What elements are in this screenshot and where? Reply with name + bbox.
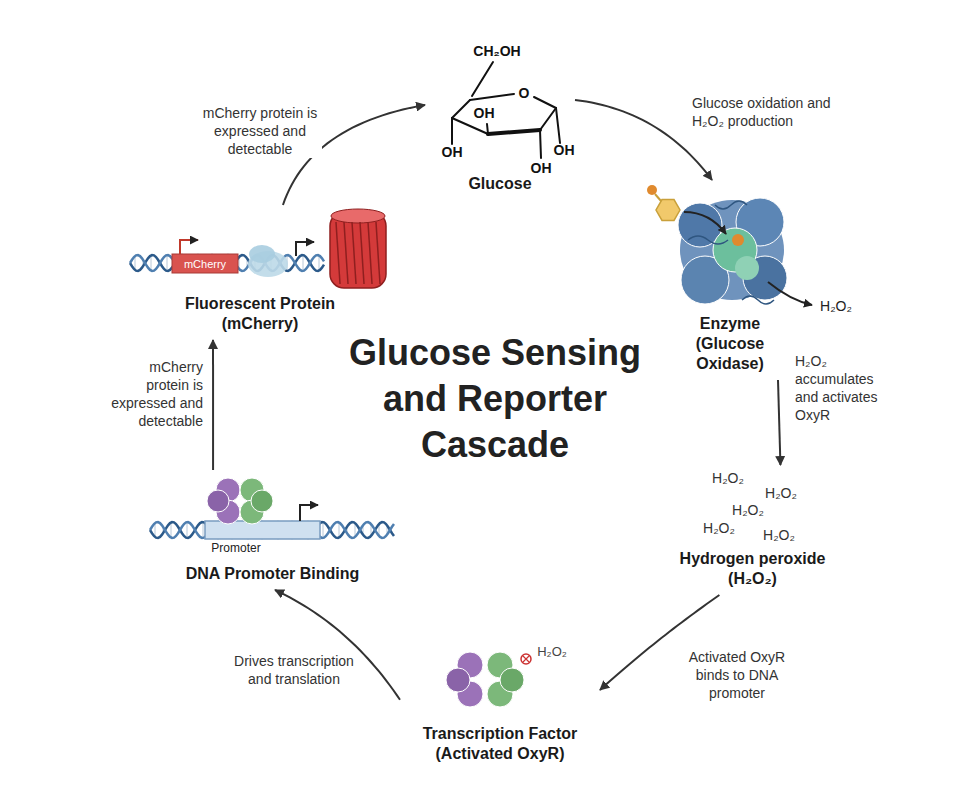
promoter-binding [205,478,320,539]
glucose-structure [488,130,540,134]
promoter-label: Promoter [211,542,260,555]
enzyme-illustration [647,185,812,305]
edge-label: Glucose oxidation and H₂O₂ production [690,94,844,130]
molecule-label: H₂O₂ [765,486,797,501]
glucose-structure [451,118,453,144]
mcherry-gene [296,242,314,256]
diagram-title: Glucose Sensing and Reporter Cascade [330,330,660,468]
oxyr-protein [446,668,470,692]
gene-helix [319,255,320,270]
chemical-group: CH₂OH [473,44,520,59]
mcherry-barrel [330,209,386,288]
promoter-binding [207,490,229,512]
node-label: Glucose [468,174,531,194]
promoter-binding [207,478,273,524]
hydroxyl-group: OH [531,161,552,176]
glucose-structure [470,94,514,100]
enzyme-illustration [684,212,726,234]
mcherry-barrel [352,222,356,284]
edge-label: Activated OxyR binds to DNA promoter [675,648,799,702]
mcherry-barrel [368,222,372,284]
enzyme-illustration [735,256,759,280]
molecule-label: H₂O₂ [763,528,795,543]
promoter-binding-node: DNA Promoter Binding [145,470,400,590]
enzyme-node: Enzyme (Glucose Oxidase) [655,180,805,380]
enzyme-illustration [656,200,680,221]
node-label: Transcription Factor (Activated OxyR) [405,724,595,764]
edge-label: mCherry protein is expressed and detecta… [198,104,322,158]
enzyme-illustration [732,234,744,246]
gene-helix [167,255,168,271]
product-label: H₂O₂ [820,299,852,314]
mcherry-barrel [344,222,348,284]
glucose-structure [452,62,560,158]
glucose-structure [452,100,470,118]
mcherry-barrel [336,222,340,284]
flow-arrow [212,340,214,470]
dna-helix [171,522,172,537]
glucose-structure [534,97,556,108]
glucose-structure [472,62,493,96]
flow-arrow [778,380,780,465]
dna-helix [187,522,188,538]
edge-label: mCherry protein is expressed and detecta… [101,358,205,430]
ring-oxygen: O [519,86,530,101]
enzyme-illustration [655,194,661,201]
mcherry-gene [172,254,238,273]
hydroxyl-group: OH [474,106,495,121]
glucose-structure [556,108,560,143]
oxyr-protein [500,668,524,692]
edge-label: Drives transcription and translation [232,652,356,688]
promoter-binding [205,521,320,539]
fluorescent-protein-node: Fluorescent Protein (mCherry) [125,205,395,340]
glucose-structure [540,130,541,158]
molecule-label: H₂O₂ [712,471,744,486]
mcherry-barrel [331,209,385,223]
gene-label: mCherry [184,258,226,270]
enzyme-illustration [688,201,774,304]
dna-helix [203,522,204,538]
promoter-binding [251,490,273,512]
dna-helix [323,522,324,538]
transcription-factor-node: Transcription Factor (Activated OxyR) [400,635,600,770]
promoter-binding [300,505,318,521]
glucose-structure [540,108,556,130]
oxyr-protein [523,656,529,662]
edge-label: H₂O₂ accumulates and activates OxyR [793,352,889,424]
node-label: Fluorescent Protein (mCherry) [175,294,345,334]
oxyr-protein [521,654,531,664]
oxyr-protein [446,652,531,707]
dna-helix [339,522,340,537]
mcherry-barrel [360,222,364,284]
hydroxyl-group: OH [554,143,575,158]
glucose-structure [487,124,488,134]
node-label: Enzyme (Glucose Oxidase) [683,314,778,374]
glucose-node: Glucose [425,40,575,200]
mcherry-barrel [376,222,380,284]
peroxide-node: Hydrogen peroxide (H₂O₂) [664,465,842,595]
gene-helix [151,255,152,270]
node-label: DNA Promoter Binding [186,564,360,584]
hydroxyl-group: OH [442,145,463,160]
molecule-label: H₂O₂ [703,521,735,536]
mcherry-gene [249,245,275,263]
bound-molecule-label: H₂O₂ [537,645,567,659]
mcherry-gene [180,240,198,254]
enzyme-illustration [647,185,657,195]
gene-helix [303,255,304,271]
mcherry-gene [172,240,314,277]
enzyme-illustration [768,282,812,305]
molecule-label: H₂O₂ [732,503,764,518]
node-label: Hydrogen peroxide (H₂O₂) [668,549,838,589]
